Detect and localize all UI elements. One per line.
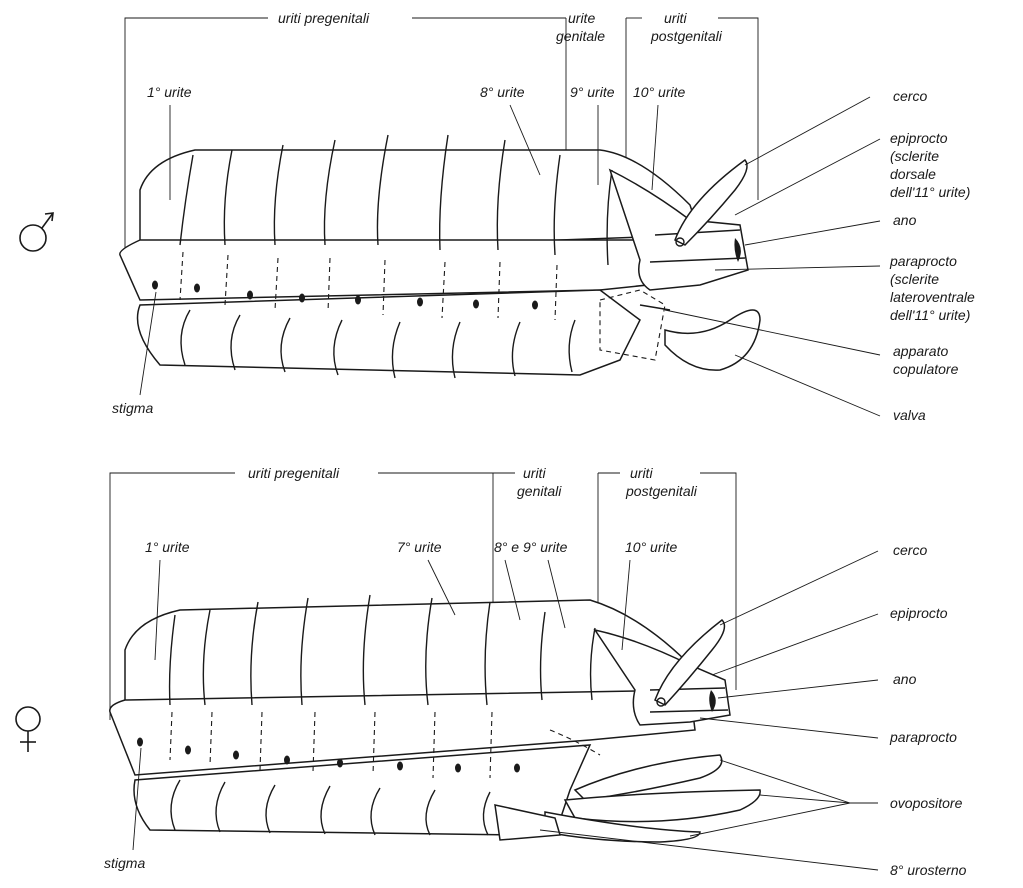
female-label-7-urite: 7° urite [397,539,442,555]
female-callout-cerco: cerco [893,542,927,558]
male-group-postgenital-2: postgenitali [650,28,723,44]
male-callout-epiprocto-2: (sclerite [890,148,939,164]
female-callout-ano: ano [893,671,917,687]
male-callout-epiprocto-3: dorsale [890,166,936,182]
male-callout-stigma: stigma [112,400,153,416]
male-callout-valva: valva [893,407,926,423]
male-callout-cerco: cerco [893,88,927,104]
female-group-pregenital: uriti pregenitali [248,465,340,481]
female-label-8-9-urite: 8° e 9° urite [494,539,568,555]
female-callout-paraprocto: paraprocto [889,729,957,745]
female-callout-stigma: stigma [104,855,145,871]
female-label-10-urite: 10° urite [625,539,678,555]
male-callout-apparato-2: copulatore [893,361,959,377]
female-label-1-urite: 1° urite [145,539,190,555]
male-label-1-urite: 1° urite [147,84,192,100]
male-label-9-urite: 9° urite [570,84,615,100]
male-callout-paraprocto-3: lateroventrale [890,289,975,305]
male-group-pregenital: uriti pregenitali [278,10,370,26]
male-label-10-urite: 10° urite [633,84,686,100]
male-callout-epiprocto-4: dell'11° urite) [890,184,970,200]
male-group-genital-2: genitale [556,28,605,44]
male-abdomen-body [120,135,760,378]
female-symbol-icon [16,707,40,752]
male-label-8-urite: 8° urite [480,84,525,100]
male-callout-apparato-1: apparato [893,343,948,359]
male-callout-paraprocto-2: (sclerite [890,271,939,287]
female-group-postgenital-1: uriti [630,465,653,481]
female-callout-urosterno: 8° urosterno [890,862,967,878]
male-callout-paraprocto-1: paraprocto [889,253,957,269]
male-symbol-icon [20,213,53,251]
female-group-genital-1: uriti [523,465,546,481]
female-group-genital-2: genitali [517,483,562,499]
male-diagram: uriti pregenitali urite genitale uriti p… [20,10,975,423]
female-abdomen-body [110,595,760,842]
female-diagram: uriti pregenitali uriti genitali uriti p… [16,465,967,878]
female-callout-epiprocto: epiprocto [890,605,948,621]
male-group-postgenital-1: uriti [664,10,687,26]
male-callout-paraprocto-4: dell'11° urite) [890,307,970,323]
male-callout-epiprocto-1: epiprocto [890,130,948,146]
female-callout-ovopositore: ovopositore [890,795,963,811]
female-group-postgenital-2: postgenitali [625,483,698,499]
male-group-genital-1: urite [568,10,595,26]
male-callout-ano: ano [893,212,917,228]
